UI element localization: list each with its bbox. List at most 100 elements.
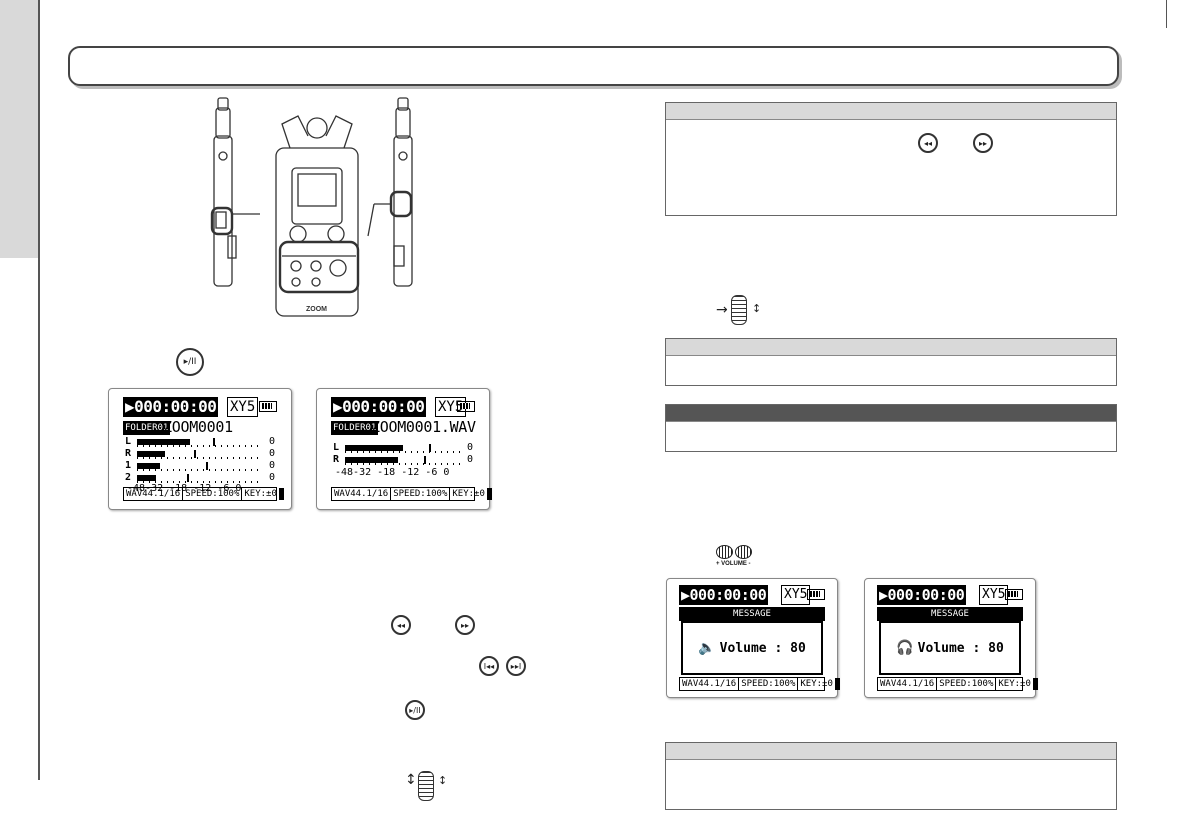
level-bar <box>345 445 403 451</box>
lcd-folder: FOLDER01 <box>331 421 379 435</box>
format-label: WAV44.1/16 <box>332 488 392 500</box>
skip-next-icon: ▸▸I <box>506 656 526 676</box>
level-bar <box>137 463 160 469</box>
note-box-4 <box>665 742 1117 810</box>
brand-logo: ZOOM <box>306 306 327 313</box>
channel-label: L <box>125 436 132 447</box>
db-scale: -48-32 -18 -12 -6 0 <box>127 483 242 494</box>
rewind-icon: ◂◂ <box>918 133 938 153</box>
volume-text: Volume : 80 <box>917 640 1004 656</box>
battery-icon <box>1005 589 1023 600</box>
channel-label: R <box>333 454 340 465</box>
volume-control: + VOLUME - <box>716 545 754 567</box>
recorder-drawing: ZOOM <box>210 97 413 317</box>
message-title: MESSAGE <box>877 607 1023 621</box>
meter-zero-label: 0 <box>466 442 473 453</box>
meter-scale <box>137 481 263 483</box>
meter-zero-label: 0 <box>268 472 275 483</box>
up-down-small-arrow-icon: ↕ <box>752 302 762 315</box>
lcd-filename: ZOOM0001.WAV <box>371 418 476 436</box>
format-label: WAV44.1/16 <box>680 678 740 690</box>
meter-zero-label: 0 <box>268 448 275 459</box>
lcd-time: ▶000:00:00 <box>331 397 427 417</box>
key-label: KEY:±0 <box>798 678 836 690</box>
lcd-mode: XY5 <box>781 585 811 605</box>
note-header <box>666 339 1116 356</box>
lcd-status-bar: WAV44.1/16 SPEED:100% KEY:±0 <box>331 487 492 501</box>
play-pause-icon: ▸/II <box>405 700 425 720</box>
note-header <box>666 103 1116 120</box>
slide-switch-icon <box>731 295 747 325</box>
peak-marker <box>206 462 209 470</box>
lcd-filename: ZOOM0001 <box>163 418 233 436</box>
peak-marker <box>193 450 196 458</box>
channel-label: 1 <box>125 460 132 471</box>
format-label: WAV44.1/16 <box>878 678 938 690</box>
key-label: KEY:±0 <box>450 488 488 500</box>
lcd-folder: FOLDER01 <box>123 421 171 435</box>
note-header <box>666 743 1116 760</box>
note-box-2 <box>665 338 1117 386</box>
note-box-3 <box>665 404 1117 452</box>
battery-icon <box>259 401 277 412</box>
level-bar <box>345 457 399 463</box>
crop-mark <box>1166 0 1167 28</box>
format-label: WAV44.1/16 <box>124 488 184 500</box>
channel-label: L <box>333 442 340 453</box>
battery-icon <box>457 401 475 412</box>
meter-zero-label: 0 <box>268 436 275 447</box>
meter-scale <box>345 451 461 453</box>
level-bar <box>137 439 190 445</box>
headphones-icon: 🎧 <box>896 640 914 656</box>
db-scale: -48-32 -18 -12 -6 0 <box>335 467 450 478</box>
lcd-status-bar: WAV44.1/16 SPEED:100% KEY:±0 <box>679 677 840 691</box>
channel-label: 2 <box>125 472 132 483</box>
skip-prev-icon: I◂◂ <box>479 656 499 676</box>
lcd-status-bar: WAV44.1/16 SPEED:100% KEY:±0 <box>123 487 284 501</box>
key-label: KEY:±0 <box>242 488 280 500</box>
lcd-status-bar: WAV44.1/16 SPEED:100% KEY:±0 <box>877 677 1038 691</box>
battery-icon <box>807 589 825 600</box>
peak-marker <box>428 444 431 452</box>
message-box: 🔈 Volume : 80 <box>681 621 823 675</box>
peak-marker <box>187 474 190 482</box>
meter-scale <box>345 463 461 465</box>
lcd-screen-volume-speaker: ▶000:00:00 XY5 MESSAGE 🔈 Volume : 80 WAV… <box>666 578 840 698</box>
meter-zero-label: 0 <box>466 454 473 465</box>
page-margin-line <box>38 0 40 780</box>
meter-scale <box>137 469 263 471</box>
message-title: MESSAGE <box>679 607 825 621</box>
note-header-dark <box>666 405 1116 422</box>
speed-label: SPEED:100% <box>739 678 799 690</box>
level-bar <box>137 451 165 457</box>
right-arrow-icon: → <box>716 302 728 318</box>
peak-marker <box>212 438 215 446</box>
note-box-1: ◂◂ ▸▸ <box>665 102 1117 216</box>
lcd-time: ▶000:00:00 <box>877 585 967 605</box>
lcd-mode: XY5 <box>227 397 259 417</box>
page-title-bar <box>68 46 1119 86</box>
fast-forward-icon: ▸▸ <box>973 133 993 153</box>
up-down-arrow-icon: ↕ <box>405 772 417 788</box>
volume-knobs-icon <box>716 545 754 561</box>
level-bar <box>137 475 156 481</box>
speaker-icon: 🔈 <box>698 640 716 656</box>
slide-switch-icon <box>418 771 434 801</box>
key-label: KEY:±0 <box>996 678 1034 690</box>
volume-control-label: + VOLUME - <box>716 561 751 567</box>
lcd-time: ▶000:00:00 <box>123 397 219 417</box>
channel-label: R <box>125 448 132 459</box>
section-tab <box>0 0 38 258</box>
device-illustration: ZOOM <box>198 96 438 322</box>
meter-zero-label: 0 <box>268 460 275 471</box>
speed-label: SPEED:100% <box>391 488 451 500</box>
lcd-screen-volume-headphones: ▶000:00:00 XY5 MESSAGE 🎧 Volume : 80 WAV… <box>864 578 1038 698</box>
peak-marker <box>423 456 426 464</box>
fast-forward-icon: ▸▸ <box>455 615 475 635</box>
